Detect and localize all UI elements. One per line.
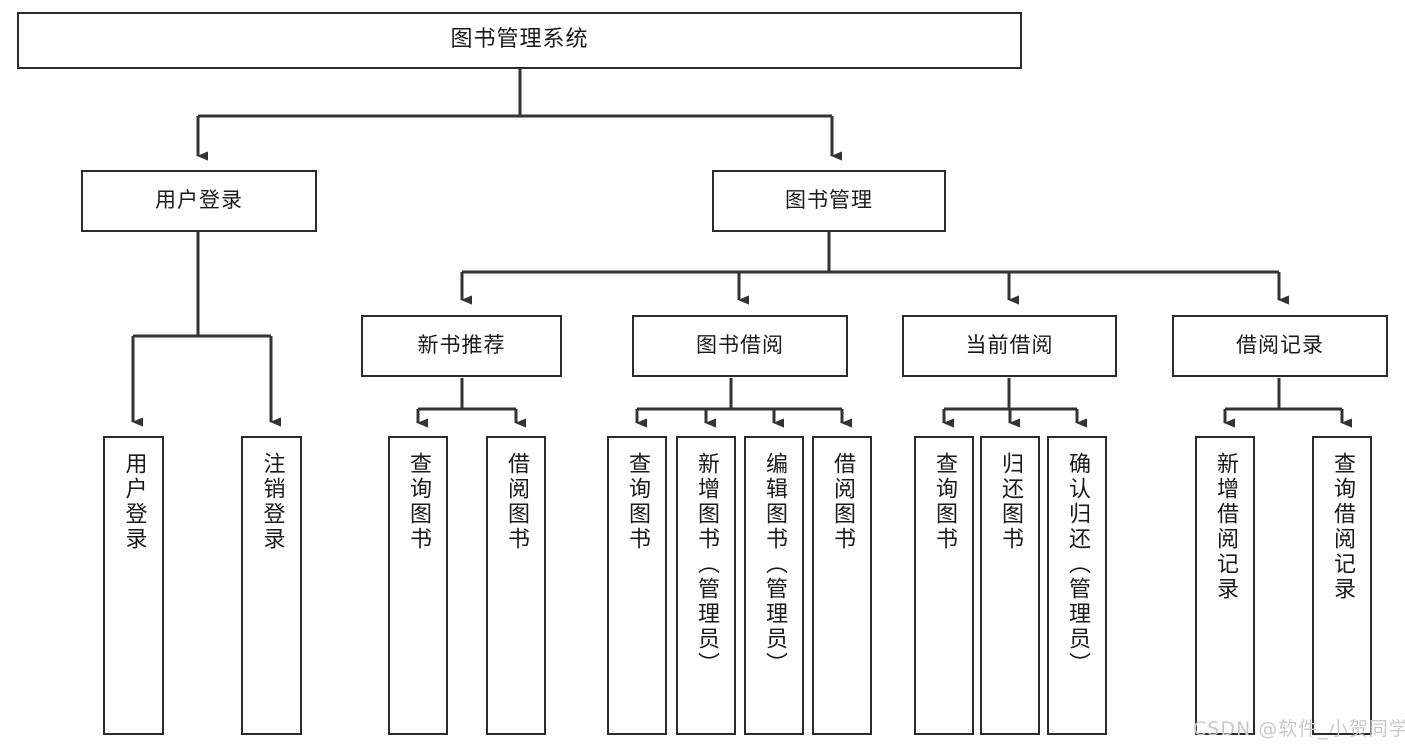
node-label: 查询图书	[406, 452, 431, 552]
node-label: 新增借阅记录	[1213, 452, 1238, 602]
node-label: 编辑图书（管理员）	[762, 452, 787, 677]
node-leaf-add-book-admin[interactable]: 新增图书（管理员）	[676, 436, 736, 735]
node-leaf-query-borrow-record[interactable]: 查询借阅记录	[1312, 436, 1372, 735]
node-label: 用户登录	[121, 452, 147, 552]
node-label: 注销登录	[259, 452, 285, 552]
node-leaf-borrow-books-new[interactable]: 借阅图书	[486, 436, 546, 735]
node-book-borrow[interactable]: 图书借阅	[632, 315, 848, 377]
node-label: 查询借阅记录	[1330, 452, 1355, 602]
node-label: 图书管理	[785, 188, 873, 213]
node-leaf-query-books[interactable]: 查询图书	[607, 436, 667, 735]
node-leaf-lend-book[interactable]: 借阅图书	[812, 436, 872, 735]
node-label: 图书管理系统	[450, 27, 589, 53]
node-label: 查询图书	[932, 452, 957, 552]
node-label: 借阅记录	[1236, 333, 1324, 358]
node-label: 确认归还（管理员）	[1065, 452, 1090, 677]
node-leaf-add-borrow-record[interactable]: 新增借阅记录	[1195, 436, 1255, 735]
node-leaf-query-books-new[interactable]: 查询图书	[388, 436, 448, 735]
node-leaf-confirm-return-admin[interactable]: 确认归还（管理员）	[1047, 436, 1107, 735]
node-borrow-records[interactable]: 借阅记录	[1172, 315, 1388, 377]
node-label: 归还图书	[998, 452, 1023, 552]
node-new-book-recommend[interactable]: 新书推荐	[361, 315, 562, 377]
node-label: 图书借阅	[696, 333, 784, 358]
watermark: CSDN @软件_小贺同学	[1193, 718, 1405, 740]
node-leaf-user-login[interactable]: 用户登录	[103, 436, 164, 735]
node-leaf-logout[interactable]: 注销登录	[241, 436, 302, 735]
node-label: 用户登录	[155, 188, 243, 213]
node-label: 查询图书	[625, 452, 650, 552]
node-label: 当前借阅	[965, 333, 1054, 358]
node-leaf-return-book[interactable]: 归还图书	[980, 436, 1040, 735]
node-current-borrow[interactable]: 当前借阅	[902, 315, 1117, 377]
node-book-management[interactable]: 图书管理	[712, 170, 946, 232]
node-label: 借阅图书	[504, 452, 529, 552]
node-root-system[interactable]: 图书管理系统	[17, 12, 1022, 69]
node-user-login[interactable]: 用户登录	[81, 170, 317, 232]
node-label: 新书推荐	[417, 333, 506, 358]
node-leaf-query-books-current[interactable]: 查询图书	[914, 436, 974, 735]
node-label: 新增图书（管理员）	[694, 452, 719, 677]
node-leaf-edit-book-admin[interactable]: 编辑图书（管理员）	[744, 436, 804, 735]
node-label: 借阅图书	[830, 452, 855, 552]
